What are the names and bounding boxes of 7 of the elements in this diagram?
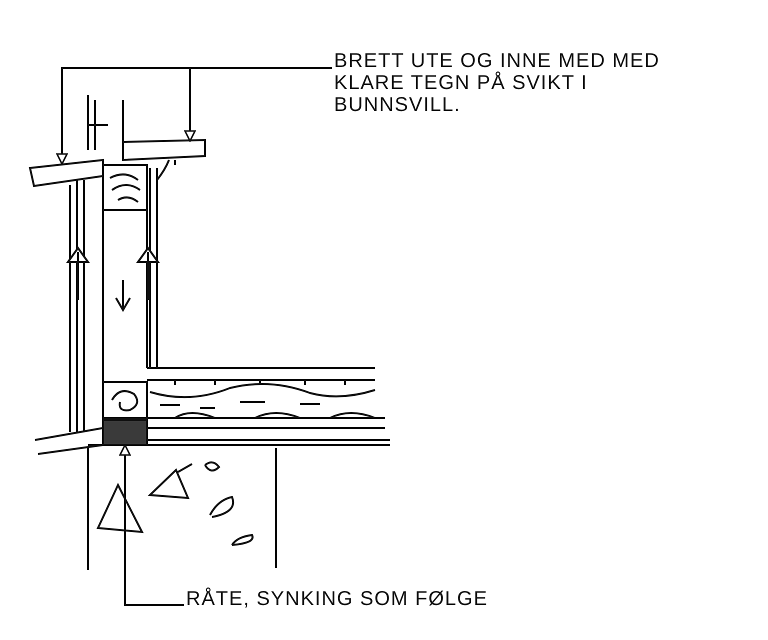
interior-board <box>122 138 206 162</box>
leader-line <box>119 444 184 606</box>
callout-text: BRETT UTE OG INNE MED MED KLARE TEGN PÅ SVIKT I BUNNSVILL. <box>334 50 664 116</box>
callout-text: RÅTE, SYNKING SOM FØLGE <box>186 588 686 610</box>
rotten-sill <box>102 419 148 446</box>
leader-line <box>184 67 332 142</box>
cladding-board <box>28 158 104 188</box>
